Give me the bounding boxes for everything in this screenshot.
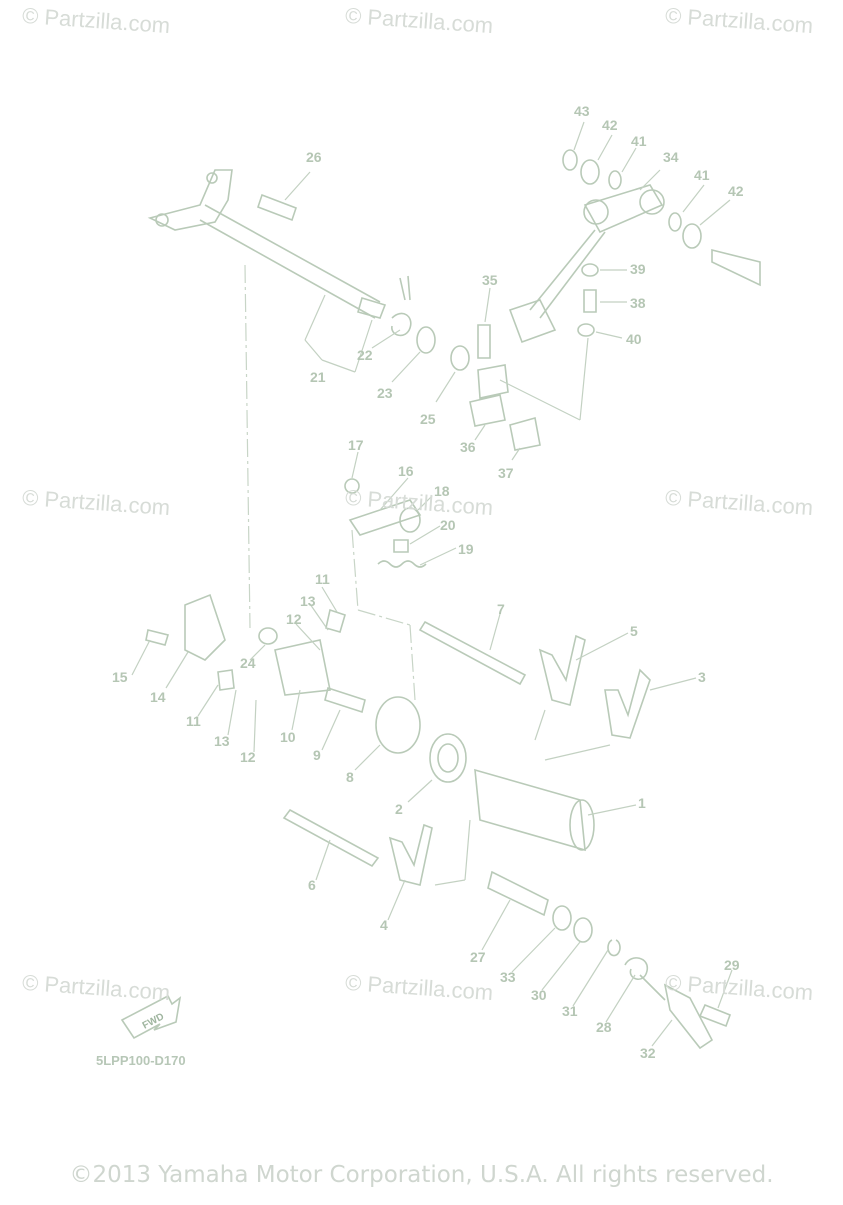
- callout-36: 36: [460, 439, 476, 455]
- callout-24: 24: [240, 655, 256, 671]
- callout-23: 23: [377, 385, 393, 401]
- callout-15: 15: [112, 669, 128, 685]
- callout-19: 19: [458, 541, 474, 557]
- callout-29: 29: [724, 957, 740, 973]
- callout-31: 31: [562, 1003, 578, 1019]
- callout-41b: 41: [694, 167, 710, 183]
- shift-fork-part: [538, 634, 586, 706]
- callout-33: 33: [500, 969, 516, 985]
- washer-part: [682, 223, 702, 249]
- callout-4: 4: [380, 917, 388, 933]
- bolt-part: [477, 324, 491, 359]
- callout-25: 25: [420, 411, 436, 427]
- spring-part: [377, 560, 427, 568]
- callout-3: 3: [698, 669, 706, 685]
- o-ring-part: [668, 212, 682, 232]
- bearing-part: [429, 733, 467, 783]
- segment-part: [375, 696, 421, 754]
- washer-part: [573, 917, 593, 943]
- washer-part: [580, 159, 600, 185]
- callout-8: 8: [346, 769, 354, 785]
- copyright-notice: ©2013 Yamaha Motor Corporation, U.S.A. A…: [69, 1162, 774, 1188]
- joint-part: [509, 416, 541, 451]
- bolt-part: [698, 1003, 732, 1028]
- callout-27: 27: [470, 949, 486, 965]
- oil-seal-part: [450, 345, 470, 371]
- callout-32: 32: [640, 1045, 656, 1061]
- washer-part: [416, 326, 436, 354]
- callout-11b: 11: [186, 713, 201, 729]
- callout-13b: 13: [214, 733, 230, 749]
- circlip-part: [562, 149, 578, 171]
- shift-shaft-part: [147, 169, 387, 319]
- bolt-part: [145, 629, 170, 646]
- callout-18: 18: [434, 483, 450, 499]
- callout-20: 20: [440, 517, 456, 533]
- callout-10: 10: [280, 729, 296, 745]
- callout-43: 43: [574, 103, 590, 119]
- o-ring-part: [608, 170, 622, 190]
- pin-part: [256, 193, 298, 222]
- callout-7: 7: [497, 601, 505, 617]
- callout-16: 16: [398, 463, 414, 479]
- callout-14: 14: [150, 689, 166, 705]
- callout-9: 9: [313, 747, 321, 763]
- callout-42a: 42: [602, 117, 618, 133]
- callout-39: 39: [630, 261, 646, 277]
- callout-11a: 11: [315, 571, 330, 587]
- shift-fork-part: [388, 823, 433, 886]
- callout-42b: 42: [728, 183, 744, 199]
- callout-2: 2: [395, 801, 403, 817]
- shift-drum-part: [474, 768, 586, 852]
- callout-21: 21: [310, 369, 326, 385]
- guide-plate-part: [184, 593, 226, 661]
- callout-6: 6: [308, 877, 316, 893]
- bolt-part: [583, 289, 597, 313]
- circlip-part: [607, 939, 621, 957]
- shift-shaft-part: [487, 870, 549, 917]
- callout-35: 35: [482, 272, 498, 288]
- shift-fork-part: [604, 668, 651, 739]
- callout-37: 37: [498, 465, 514, 481]
- callout-17: 17: [348, 437, 364, 453]
- shift-lever-part: [663, 983, 714, 1050]
- washer-part: [577, 323, 595, 337]
- callout-38: 38: [630, 295, 646, 311]
- spring-part: [624, 957, 666, 1001]
- bolt-part: [324, 686, 366, 714]
- guide-bar-part: [418, 620, 527, 686]
- shift-segment-part: [274, 639, 331, 696]
- callout-30: 30: [531, 987, 547, 1003]
- callout-5: 5: [630, 623, 638, 639]
- leader-lines: [131, 121, 733, 1047]
- callout-labels: 1 2 3 4 5 6 7 8 9 10 11 11 12 12 13 13 1…: [112, 103, 744, 1061]
- callout-28: 28: [596, 1019, 612, 1035]
- callout-40: 40: [626, 331, 642, 347]
- guide-bar-part: [282, 808, 380, 868]
- stopper-lever-part: [348, 499, 422, 536]
- callout-12b: 12: [240, 749, 256, 765]
- shaft-part: [711, 248, 761, 287]
- spring-part: [391, 275, 412, 337]
- callout-26: 26: [306, 149, 322, 165]
- callout-13a: 13: [300, 593, 316, 609]
- diagram-code: 5LPP100-D170: [96, 1053, 186, 1068]
- nut-part: [581, 263, 599, 277]
- callout-22: 22: [357, 347, 373, 363]
- callout-34: 34: [663, 149, 679, 165]
- oil-seal-part: [552, 905, 572, 931]
- shift-pedal-part: [508, 184, 665, 344]
- callout-1: 1: [638, 795, 646, 811]
- callout-41a: 41: [631, 133, 647, 149]
- callout-12a: 12: [286, 611, 302, 627]
- forward-arrow-icon: [120, 994, 182, 1040]
- joint-part: [469, 364, 509, 427]
